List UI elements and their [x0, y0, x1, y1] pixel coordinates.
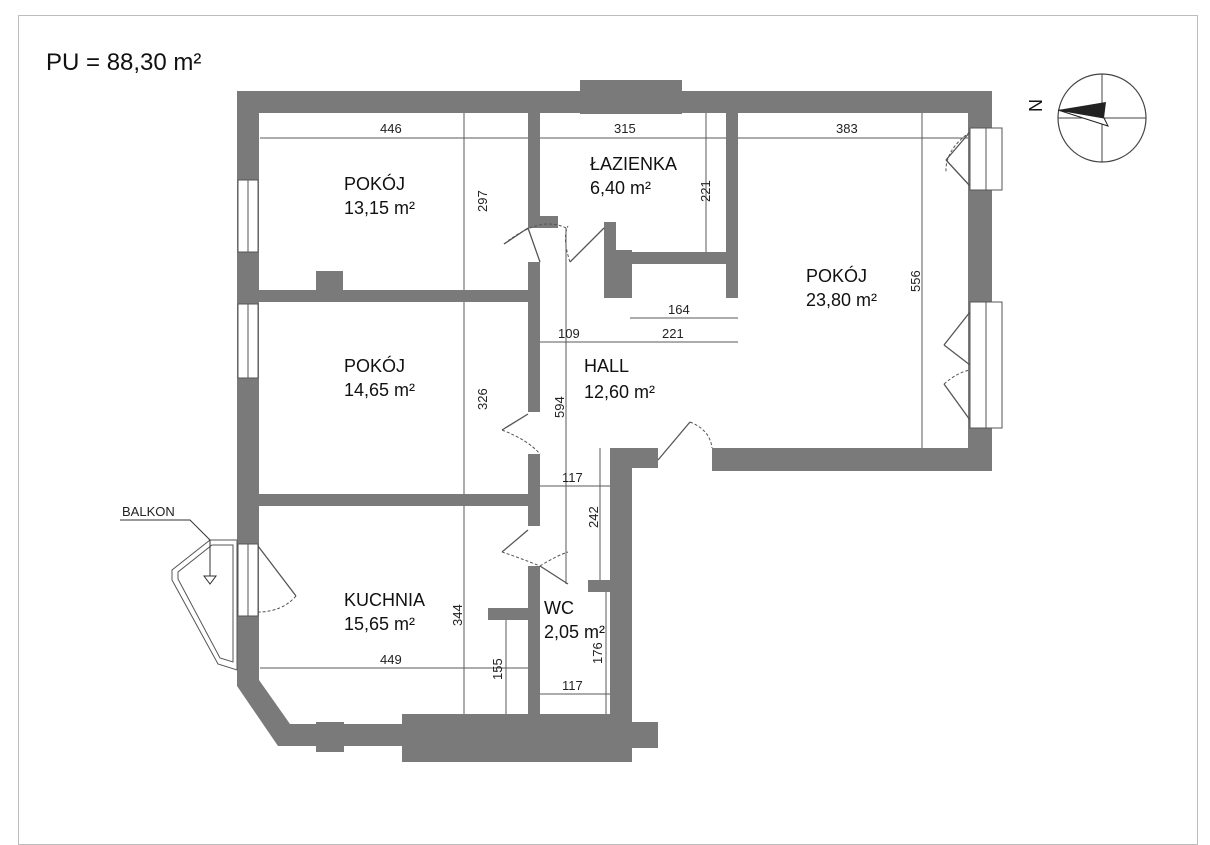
sash-1b-line [945, 159, 971, 187]
wall-bath-stub [528, 216, 558, 228]
dim-pokoj1-depth: 297 [475, 190, 490, 212]
kitchen-counter [502, 608, 530, 618]
dim-pokoj3-depth: 556 [908, 270, 923, 292]
balcony-inner [177, 544, 234, 663]
wall-bottom-diagonal [237, 680, 402, 746]
door-pokoj1 [503, 227, 529, 245]
wall-corridor-cap [610, 448, 658, 468]
compass: N [1026, 73, 1147, 163]
pokoj1-chimney [316, 271, 343, 291]
room-wc-area: 2,05 m² [544, 622, 605, 642]
dim-pokoj1-width: 446 [380, 121, 402, 136]
room-lazienka-area: 6,40 m² [590, 178, 651, 198]
sash-3 [943, 369, 971, 385]
wall-corner-stub [632, 722, 658, 748]
door-bath [569, 227, 605, 263]
compass-north-label: N [1026, 99, 1046, 112]
balcony-label: BALKON [122, 504, 175, 519]
room-pokoj3-area: 23,80 m² [806, 290, 877, 310]
wall-pokoj1-pokoj2 [259, 290, 529, 302]
room-kuchnia-name: KUCHNIA [344, 590, 425, 610]
wall-bedroom-right-3 [528, 454, 540, 526]
door-balcony [257, 545, 297, 597]
dimension-lines [260, 113, 968, 714]
dim-hall-right: 221 [662, 326, 684, 341]
room-pokoj3-name: POKÓJ [806, 265, 867, 286]
wall-wc-top [588, 580, 612, 592]
wall-corridor-right [610, 448, 632, 748]
room-hall-name: HALL [584, 356, 629, 376]
wall-bedroom-right-1 [528, 113, 540, 221]
room-lazienka-name: ŁAZIENKA [590, 154, 677, 174]
dim-hall-depth: 594 [552, 396, 567, 418]
room-labels: POKÓJ 13,15 m² ŁAZIENKA 6,40 m² POKÓJ 23… [344, 154, 877, 642]
dim-lazienka-depth: 221 [698, 180, 713, 202]
wall-bedroom-right-4 [528, 566, 540, 716]
door-pokoj1-arc [503, 223, 567, 245]
balcony-arrow [203, 575, 217, 585]
door-balcony-arc [257, 595, 297, 613]
dimension-labels: 446 315 383 297 221 556 164 109 221 326 … [380, 121, 923, 693]
door-wc-arc [539, 551, 569, 567]
windows [237, 127, 1003, 617]
sash-3-line [943, 383, 971, 421]
dim-wc-depth: 176 [590, 642, 605, 664]
dim-wc-width: 117 [562, 678, 583, 693]
dim-kuchnia-niche: 155 [490, 658, 505, 680]
room-pokoj2-area: 14,65 m² [344, 380, 415, 400]
sash-2-line [943, 311, 971, 346]
walls [237, 80, 992, 762]
wall-pokoj2-kuchnia [259, 494, 529, 506]
doors [257, 131, 971, 613]
balcony-leader [120, 519, 211, 578]
wall-bedroom-right-2 [528, 262, 540, 412]
door-kuchnia-arc [501, 551, 541, 567]
dim-pokoj2-depth: 326 [475, 388, 490, 410]
total-area-title: PU = 88,30 m² [46, 49, 201, 76]
dim-hall-left: 109 [558, 326, 580, 341]
door-pokoj3-arc [689, 421, 713, 449]
dim-kuchnia-width: 449 [380, 652, 402, 667]
bottom-chimney [316, 722, 344, 752]
compass-needle-light [1057, 109, 1109, 127]
room-hall-area: 12,60 m² [584, 382, 655, 402]
dim-pokoj3-width: 383 [836, 121, 858, 136]
compass-needle-dark [1058, 102, 1106, 118]
room-pokoj1-name: POKÓJ [344, 173, 405, 194]
door-kuchnia [501, 529, 529, 553]
door-pokoj2 [501, 413, 529, 431]
door-pokoj2-arc [501, 429, 541, 455]
wall-bottom-right [712, 448, 992, 471]
balcony-outline [171, 539, 238, 671]
room-pokoj2-name: POKÓJ [344, 355, 405, 376]
room-pokoj1-area: 13,15 m² [344, 198, 415, 218]
wall-bath-block [604, 250, 632, 298]
dim-kuchnia-depth: 344 [450, 604, 465, 626]
door-wc [539, 565, 569, 585]
balcony: BALKON [120, 504, 238, 671]
dim-closet-width: 164 [668, 302, 690, 317]
sash-1-line [945, 131, 971, 161]
door-pokoj1-jamb [527, 227, 541, 263]
room-wc-name: WC [544, 598, 574, 618]
wall-bath-bottom [604, 252, 738, 264]
dim-corridor-width: 117 [562, 470, 583, 485]
dim-lazienka-width: 315 [614, 121, 636, 136]
sash-2b-line [943, 344, 971, 366]
sash-1 [945, 131, 971, 173]
door-pokoj3 [657, 421, 691, 461]
wall-bottom-thick [402, 714, 632, 762]
dim-corridor-depth: 242 [586, 506, 601, 528]
room-kuchnia-area: 15,65 m² [344, 614, 415, 634]
wall-bath-right [726, 113, 738, 298]
chimney-top [580, 80, 682, 114]
